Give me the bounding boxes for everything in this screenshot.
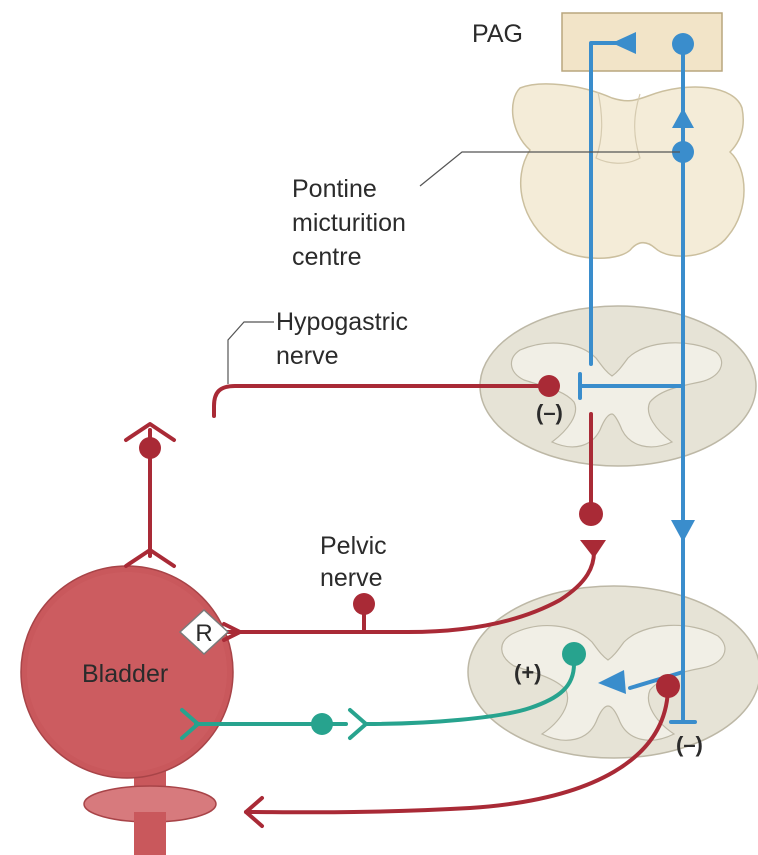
descending-excitatory-terminal: [671, 520, 695, 542]
svg-text:nerve: nerve: [320, 564, 383, 592]
pag-label: PAG: [472, 20, 523, 48]
hypogastric-nerve-label: Hypogastric nerve: [276, 308, 408, 370]
pelvic-nerve-label: Pelvic nerve: [320, 532, 387, 592]
green-ganglion: [311, 713, 333, 735]
pontine-micturition-centre-label: Pontine micturition centre: [292, 175, 406, 271]
inhibitory-sign-upper: (–): [536, 400, 563, 425]
pelvic-ganglion: [353, 593, 375, 615]
svg-text:micturition: micturition: [292, 209, 406, 237]
pag-neuron: [672, 33, 694, 55]
sacral-motor-cell: [656, 674, 680, 698]
hypogastric-ganglion: [139, 437, 161, 459]
bladder-label: Bladder: [82, 660, 168, 688]
pag-box: [562, 13, 722, 71]
svg-text:Pelvic: Pelvic: [320, 532, 387, 560]
hypogastric-cell-body: [538, 375, 560, 397]
bladder-organ: [21, 566, 233, 855]
inhibitory-sign-lower: (–): [676, 732, 703, 757]
pons-section: [513, 84, 744, 258]
excitatory-sign: (+): [514, 660, 542, 685]
svg-text:centre: centre: [292, 243, 361, 271]
green-cord-cell: [562, 642, 586, 666]
svg-text:nerve: nerve: [276, 342, 339, 370]
svg-text:Hypogastric: Hypogastric: [276, 308, 408, 336]
receptor-label: R: [195, 620, 212, 647]
sacral-cord-section: [468, 586, 758, 758]
pelvic-afferent-terminal: [580, 540, 606, 558]
svg-text:Pontine: Pontine: [292, 175, 377, 203]
cord-descending-cell: [579, 502, 603, 526]
